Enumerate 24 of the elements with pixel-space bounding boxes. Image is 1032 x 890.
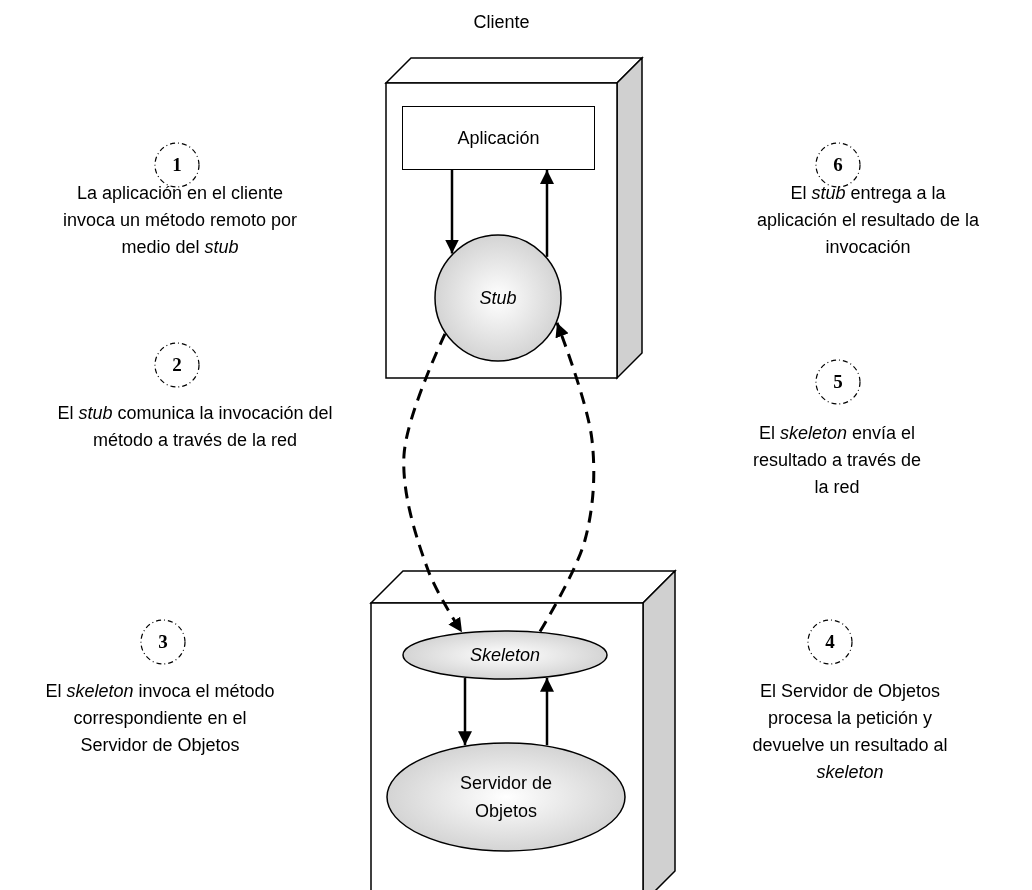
step-number: 6 (833, 154, 843, 176)
node-label: Skeleton (469, 644, 541, 667)
step-description: El stub comunica la invocación del método a través de la red (56, 402, 334, 452)
step-number: 1 (172, 154, 182, 176)
step-description: La aplicación en el cliente invoca un método remoto por medio del stub (62, 182, 298, 259)
application-box (402, 106, 595, 170)
node-label: Aplicación (457, 127, 540, 149)
node-label: Stub (479, 287, 517, 310)
node-label: Servidor de Objetos (458, 772, 554, 823)
step-description: El Servidor de Objetos procesa la petición y devuelve un resultado al skeleton (751, 680, 949, 784)
arrow (540, 170, 554, 257)
step-number: 4 (825, 631, 835, 653)
dashed-arrow (538, 322, 596, 633)
step-number: 5 (833, 371, 843, 393)
dashed-arrow (402, 333, 464, 634)
arrow (445, 170, 459, 254)
arrow (458, 678, 472, 746)
step-description: El skeleton envía el resultado a través de la red (751, 422, 923, 499)
cabinet-label: Cliente (472, 11, 531, 34)
arrow (540, 677, 554, 746)
step-number: 2 (172, 354, 182, 376)
step-description: El skeleton invoca el método correspondiente en el Servidor de Objetos (44, 680, 276, 757)
step-description: El stub entrega a la aplicación el resultado de la invocación (755, 182, 981, 259)
step-number: 3 (158, 631, 168, 653)
